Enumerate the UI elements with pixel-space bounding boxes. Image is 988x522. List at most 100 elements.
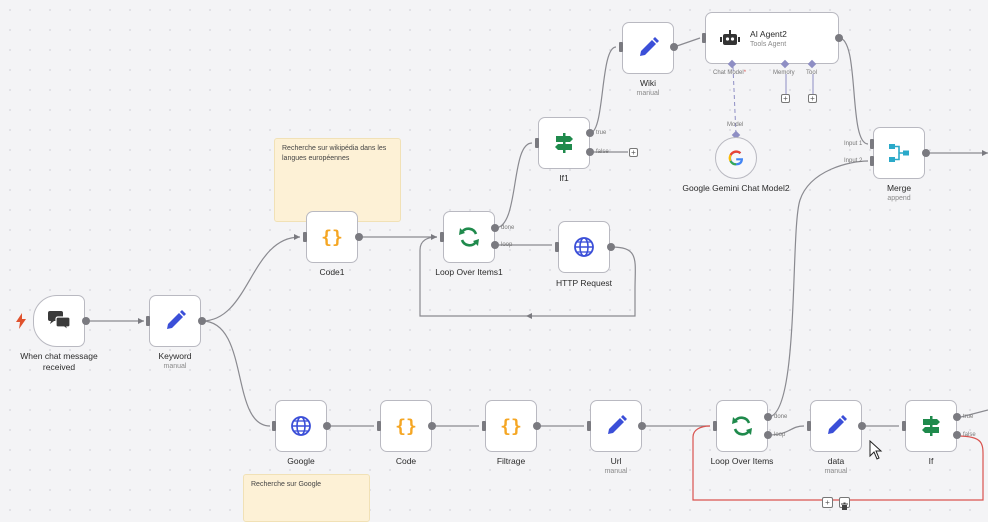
input-port[interactable] [272, 421, 276, 431]
input-port[interactable] [535, 138, 539, 148]
input-port[interactable] [902, 421, 906, 431]
wire-keyword-code1 [201, 236, 301, 322]
node-google[interactable] [275, 400, 327, 452]
output-port[interactable] [922, 149, 930, 157]
port-label-input2: Input 2 [844, 158, 863, 164]
input-port[interactable] [146, 316, 150, 326]
port-label-done: done [501, 225, 515, 231]
svg-text:{}: {} [500, 416, 522, 437]
output-port[interactable] [355, 233, 363, 241]
node-gemini-chat-model[interactable] [715, 137, 757, 179]
node-filtrage[interactable]: {} [485, 400, 537, 452]
sticky-note-google[interactable]: Recherche sur Google [243, 474, 370, 522]
node-ai-agent2[interactable]: AI Agent2 Tools Agent [705, 12, 839, 64]
node-loop-over-items[interactable] [716, 400, 768, 452]
output-port[interactable] [533, 422, 541, 430]
input-port-1[interactable] [870, 139, 874, 149]
node-loop-over-items1[interactable] [443, 211, 495, 263]
node-label: Filtrage [496, 456, 526, 466]
output-port[interactable] [670, 43, 678, 51]
port-label-loop: loop [774, 432, 786, 438]
input-port[interactable] [377, 421, 381, 431]
node-wiki[interactable] [622, 22, 674, 74]
node-http-request[interactable] [558, 221, 610, 273]
output-port-loop[interactable] [491, 241, 499, 249]
svg-text:{}: {} [395, 416, 417, 437]
output-port-done[interactable] [764, 413, 772, 421]
port-label-memory: Memory [773, 70, 795, 76]
node-label: data [827, 456, 845, 466]
node-label: Loop Over Items1 [435, 267, 503, 277]
output-port[interactable] [428, 422, 436, 430]
node-keyword[interactable] [149, 295, 201, 347]
pencil-icon [608, 415, 627, 434]
chat-bubbles-icon [48, 311, 71, 332]
input-port[interactable] [587, 421, 591, 431]
node-label: Code [395, 456, 417, 466]
port-label-chat-model: Chat Model* [713, 70, 747, 76]
sticky-note-wiki[interactable]: Recherche sur wikipédia dans les langues… [274, 138, 401, 222]
output-port-loop[interactable] [764, 431, 772, 439]
wire-model-agent [732, 66, 737, 136]
node-url[interactable] [590, 400, 642, 452]
output-port[interactable] [198, 317, 206, 325]
node-code[interactable]: {} [380, 400, 432, 452]
google-g-icon [728, 150, 744, 166]
output-port[interactable] [607, 243, 615, 251]
port-label-true: true [963, 414, 974, 420]
port-label-false: false [596, 149, 609, 155]
input-port[interactable] [713, 421, 717, 431]
delete-connection-button[interactable] [839, 497, 850, 510]
input-port[interactable] [702, 33, 706, 43]
output-port[interactable] [82, 317, 90, 325]
output-port[interactable] [835, 34, 843, 42]
node-merge[interactable] [873, 127, 925, 179]
add-memory-button[interactable]: + [781, 94, 790, 103]
input-port[interactable] [440, 232, 444, 242]
node-chat-trigger[interactable] [33, 295, 85, 347]
node-label: If1 [559, 173, 569, 183]
input-port[interactable] [619, 42, 623, 52]
node-label: If [928, 456, 934, 466]
loop-arrows-icon [732, 416, 752, 436]
port-label-true: true [596, 130, 607, 136]
node-label: When chat message received [20, 351, 98, 372]
output-port[interactable] [323, 422, 331, 430]
add-node-button[interactable]: + [629, 148, 638, 157]
node-if[interactable] [905, 400, 957, 452]
output-port-true[interactable] [586, 129, 594, 137]
node-code1[interactable]: {} [306, 211, 358, 263]
pencil-icon [828, 415, 847, 434]
svg-text:{}: {} [321, 227, 343, 248]
output-port[interactable] [638, 422, 646, 430]
output-port-false[interactable] [586, 148, 594, 156]
node-label: Code1 [319, 267, 345, 277]
node-label: Loop Over Items [710, 456, 774, 466]
output-port-done[interactable] [491, 224, 499, 232]
wire-http-loopback [419, 236, 636, 317]
wire-if-false-loopback-selected [692, 425, 984, 501]
merge-icon [889, 144, 909, 162]
robot-icon [720, 30, 740, 45]
node-data[interactable] [810, 400, 862, 452]
port-label-loop: loop [501, 242, 513, 248]
add-tool-button[interactable]: + [808, 94, 817, 103]
output-port-false[interactable] [953, 431, 961, 439]
input-port-2[interactable] [870, 156, 874, 166]
node-label: Google Gemini Chat Model2 [682, 183, 790, 193]
node-label: Google [287, 456, 315, 466]
node-if1[interactable] [538, 117, 590, 169]
insert-node-button[interactable]: + [822, 497, 833, 508]
input-port[interactable] [303, 232, 307, 242]
trash-icon [841, 502, 848, 510]
input-port[interactable] [807, 421, 811, 431]
input-port[interactable] [482, 421, 486, 431]
node-label: Wiki [639, 78, 657, 88]
port-label-false: false [963, 432, 976, 438]
input-port[interactable] [555, 242, 559, 252]
globe-icon [291, 416, 311, 436]
output-port-true[interactable] [953, 413, 961, 421]
output-port[interactable] [858, 422, 866, 430]
bolt-icon [16, 313, 26, 329]
